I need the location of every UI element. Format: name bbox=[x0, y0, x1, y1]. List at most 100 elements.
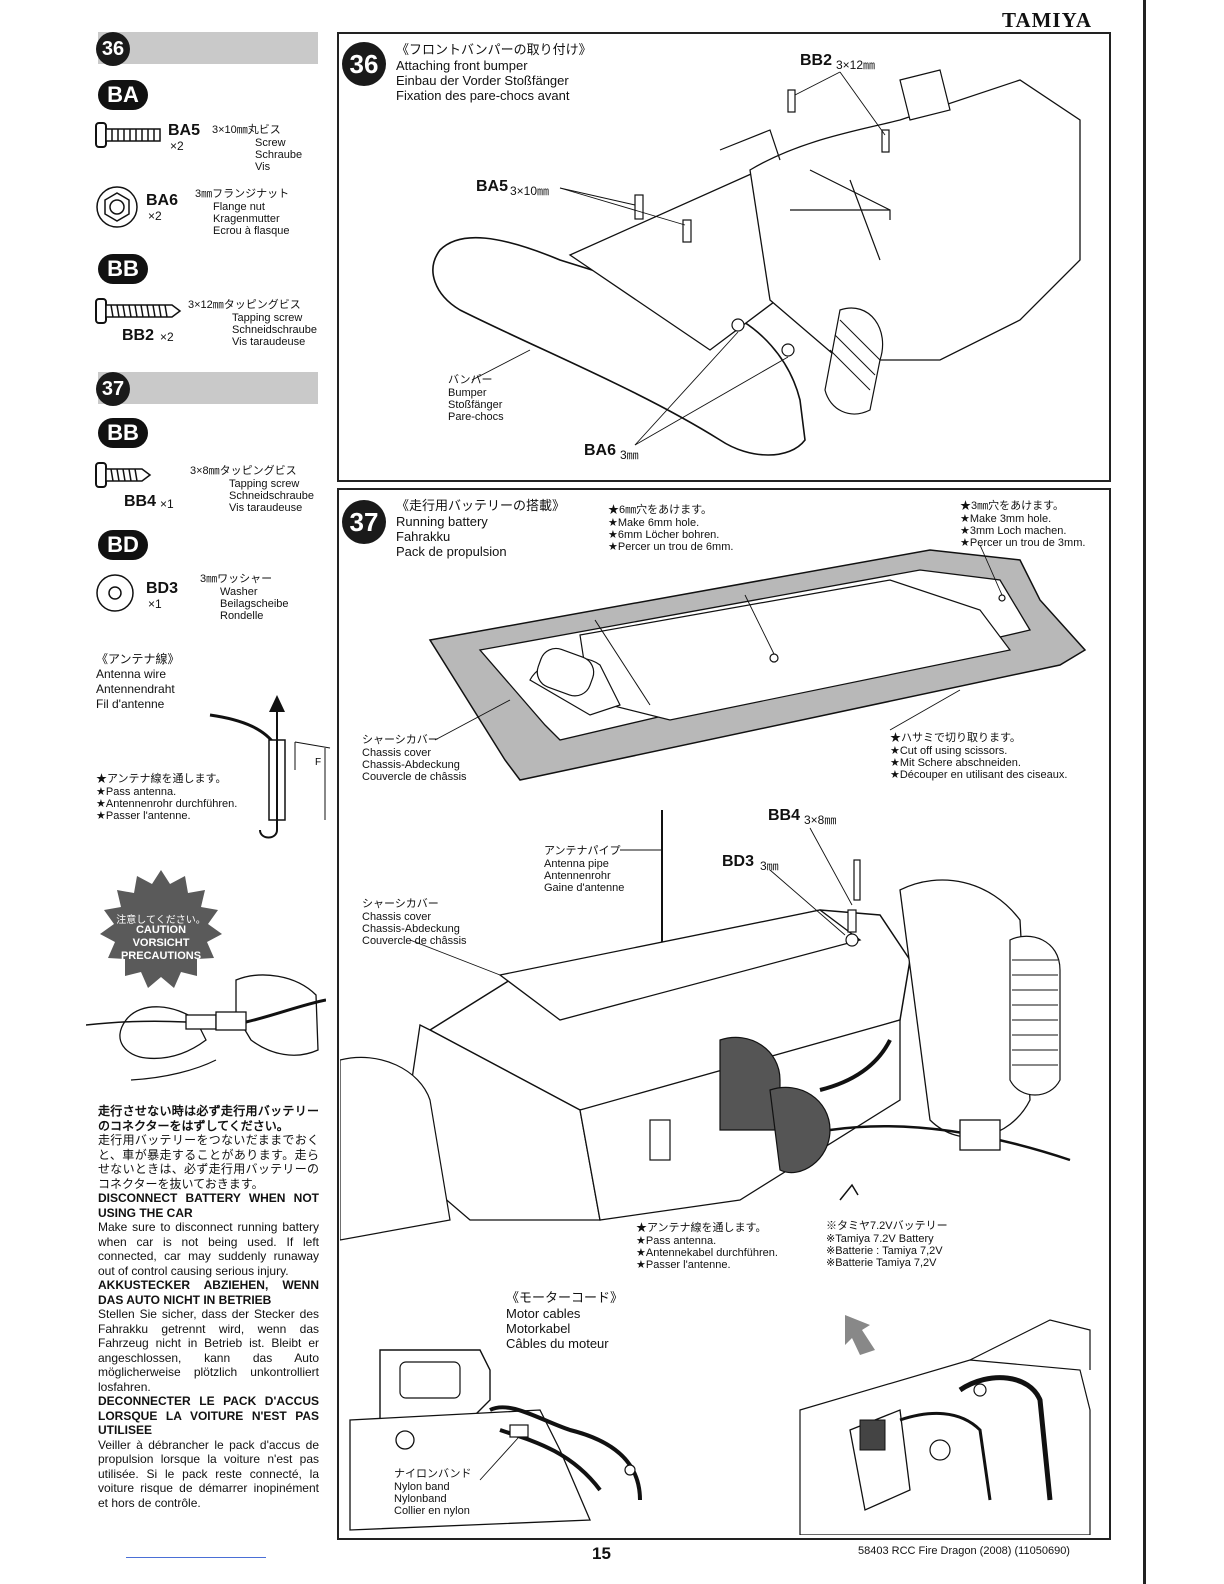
battery-en: ※Tamiya 7.2V Battery bbox=[826, 1233, 934, 1245]
caution-badge-en: CAUTION bbox=[135, 924, 187, 936]
pipe-label-jp: アンテナパイプ bbox=[544, 845, 621, 857]
antenna-note-en: ★Pass antenna. bbox=[96, 786, 177, 798]
page-number: 15 bbox=[592, 1544, 611, 1563]
bb4-code: BB4 bbox=[124, 493, 157, 510]
chassis-assembly-illustration bbox=[340, 810, 1071, 1241]
panel36-title-en: Attaching front bumper bbox=[396, 58, 528, 73]
bd3-qty: ×1 bbox=[148, 597, 162, 611]
bumper-label-de: Stoßfänger bbox=[448, 399, 503, 411]
ba5-code: BA5 bbox=[168, 122, 201, 139]
nylon-band-en: Nylon band bbox=[394, 1481, 450, 1493]
ba5-de: Schraube bbox=[255, 149, 303, 161]
bd3-code: BD3 bbox=[146, 580, 179, 597]
panel36-title-de: Einbau der Vorder Stoßfänger bbox=[396, 73, 569, 88]
pill-bb: BB bbox=[98, 254, 148, 284]
bb4-qty: ×1 bbox=[160, 497, 174, 511]
pipe-label-de: Antennenrohr bbox=[544, 870, 611, 882]
battery-fr: ※Batterie Tamiya 7,2V bbox=[826, 1257, 937, 1269]
battery-inset-illustration bbox=[799, 1315, 1091, 1535]
panel36-ba5-size: 3×10㎜ bbox=[510, 184, 550, 198]
hole6-de: ★6mm Löcher bohren. bbox=[608, 529, 720, 541]
panel36-ba6-size: 3㎜ bbox=[620, 448, 639, 462]
caution-de-title: AKKUSTECKER ABZIEHEN, WENN DAS AUTO NICH… bbox=[98, 1278, 319, 1307]
panel36-ba5-code: BA5 bbox=[476, 178, 509, 195]
panel37-bb4-size: 3×8㎜ bbox=[804, 813, 837, 827]
ba5-en: Screw bbox=[255, 137, 286, 149]
pill-ba: BA bbox=[98, 80, 148, 110]
screw-icon bbox=[95, 122, 161, 148]
motor-cable-inset-illustration bbox=[349, 1349, 642, 1531]
pipe-label-en: Antenna pipe bbox=[544, 858, 609, 870]
scissors-fr: ★Découper en utilisant des ciseaux. bbox=[890, 769, 1068, 781]
bb4-jp: 3×8㎜タッピングビス bbox=[190, 465, 297, 477]
caution-badge-fr: PRECAUTIONS bbox=[120, 950, 202, 962]
bumper-label-fr: Pare-chocs bbox=[448, 411, 504, 423]
motor-cables-fr: Câbles du moteur bbox=[506, 1336, 609, 1351]
step37-badge: 37 bbox=[96, 372, 130, 406]
bumper-label-jp: バンパー bbox=[448, 374, 493, 386]
tapping-screw-short-icon bbox=[95, 462, 152, 488]
pass-antenna-fr: ★Passer l'antenne. bbox=[636, 1259, 731, 1271]
brand-logo: TAMIYA bbox=[1002, 8, 1093, 32]
cover-label-fr: Couvercle de châssis bbox=[362, 771, 467, 783]
pass-antenna-jp: ★アンテナ線を通します。 bbox=[636, 1222, 767, 1234]
hole6-en: ★Make 6mm hole. bbox=[608, 517, 700, 529]
motor-cables-de: Motorkabel bbox=[506, 1321, 571, 1336]
caution-fr-title: DECONNECTER LE PACK D'ACCUS LORSQUE LA V… bbox=[98, 1394, 319, 1437]
nylon-band-de: Nylonband bbox=[394, 1493, 447, 1505]
svg-text:F: F bbox=[315, 757, 321, 768]
panel36-ba6-code: BA6 bbox=[584, 442, 617, 459]
hands-disconnect-illustration bbox=[86, 974, 326, 1081]
bb2-jp: 3×12㎜タッピングビス bbox=[188, 299, 301, 311]
pill-bd: BD bbox=[98, 530, 148, 560]
hole6-jp: ★6㎜穴をあけます。 bbox=[608, 504, 713, 516]
pass-antenna-de: ★Antennekabel durchführen. bbox=[636, 1247, 778, 1259]
hole6-fr: ★Percer un trou de 6mm. bbox=[608, 541, 734, 553]
ba6-code: BA6 bbox=[146, 192, 179, 209]
hole3-jp: ★3㎜穴をあけます。 bbox=[960, 500, 1065, 512]
cover2-label-fr: Couvercle de châssis bbox=[362, 935, 467, 947]
antenna-note-jp: ★アンテナ線を通します。 bbox=[96, 773, 227, 785]
cover-label-de: Chassis-Abdeckung bbox=[362, 759, 460, 771]
battery-jp: ※タミヤ7.2Vバッテリー bbox=[826, 1220, 948, 1232]
hole3-en: ★Make 3mm hole. bbox=[960, 513, 1052, 525]
panel36-title-jp: 《フロントバンパーの取り付け》 bbox=[396, 42, 592, 57]
caution-badge-jp: 注意してください。 bbox=[116, 915, 206, 926]
scissors-de: ★Mit Schere abschneiden. bbox=[890, 757, 1021, 769]
bb4-fr: Vis taraudeuse bbox=[229, 502, 303, 514]
caution-de-body: Stellen Sie sicher, dass der Stecker des… bbox=[98, 1307, 319, 1394]
front-bumper-illustration bbox=[432, 69, 1081, 456]
antenna-title-de: Antennendraht bbox=[96, 682, 175, 696]
antenna-title-jp: 《アンテナ線》 bbox=[96, 652, 180, 666]
pipe-label-fr: Gaine d'antenne bbox=[544, 882, 625, 894]
cover-label-en: Chassis cover bbox=[362, 747, 432, 759]
step36-panel bbox=[337, 32, 1111, 482]
bb2-code: BB2 bbox=[122, 327, 155, 344]
cover-label-jp: シャーシカバー bbox=[362, 734, 439, 746]
caution-en-title: DISCONNECT BATTERY WHEN NOT USING THE CA… bbox=[98, 1191, 319, 1220]
panel36-title-fr: Fixation des pare-chocs avant bbox=[396, 88, 570, 103]
bd3-jp: 3㎜ワッシャー bbox=[200, 573, 273, 585]
panel37-bd3-code: BD3 bbox=[722, 853, 755, 870]
panel37-bd3-size: 3㎜ bbox=[760, 859, 779, 873]
footer-blue-line bbox=[126, 1557, 266, 1558]
tapping-screw-icon bbox=[95, 298, 182, 324]
bb4-en: Tapping screw bbox=[229, 478, 300, 490]
cover2-label-en: Chassis cover bbox=[362, 911, 432, 923]
hole3-de: ★3mm Loch machen. bbox=[960, 525, 1067, 537]
bd3-en: Washer bbox=[220, 586, 258, 598]
panel37-title-de: Fahrakku bbox=[396, 529, 451, 544]
bb2-de: Schneidschraube bbox=[232, 324, 318, 336]
cover2-label-jp: シャーシカバー bbox=[362, 898, 439, 910]
scissors-en: ★Cut off using scissors. bbox=[890, 745, 1008, 757]
panel37-title-fr: Pack de propulsion bbox=[396, 544, 507, 559]
bb2-en: Tapping screw bbox=[232, 312, 303, 324]
step36-badge: 36 bbox=[96, 32, 130, 66]
scissors-jp: ★ハサミで切り取ります。 bbox=[890, 732, 1021, 744]
panel36-bb2-size: 3×12㎜ bbox=[836, 58, 876, 72]
ba5-qty: ×2 bbox=[170, 139, 184, 153]
ba6-qty: ×2 bbox=[148, 209, 162, 223]
antenna-note-fr: ★Passer l'antenne. bbox=[96, 810, 191, 822]
ba6-en: Flange nut bbox=[213, 201, 265, 213]
ba6-jp: 3㎜フランジナット bbox=[195, 188, 290, 200]
